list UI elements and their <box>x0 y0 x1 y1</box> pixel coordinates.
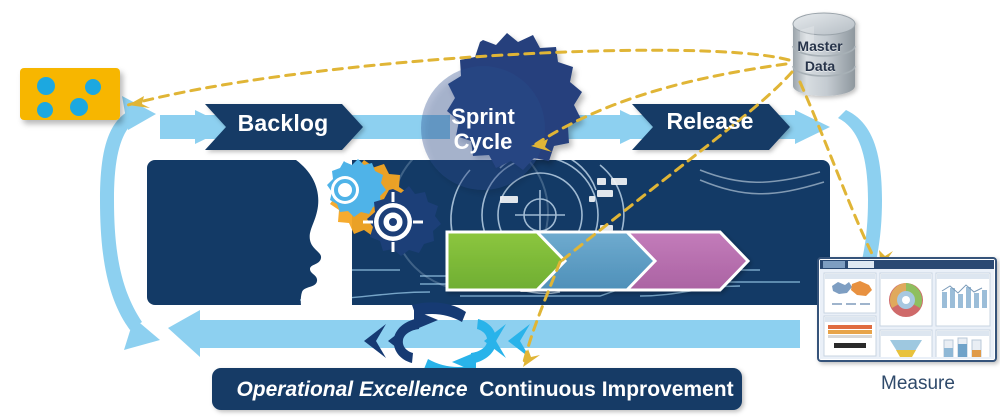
head-profile-icon <box>296 160 352 305</box>
dashboard-window-icon <box>817 257 997 362</box>
pipeline-chevron-3 <box>623 230 751 292</box>
pipeline-chevrons <box>445 230 751 292</box>
gears-icon <box>327 159 441 256</box>
connector-to-pipeline <box>558 70 794 264</box>
kanban-card-icon <box>20 68 120 120</box>
release-banner <box>632 104 790 150</box>
backlog-banner <box>205 104 363 150</box>
data-flow-connectors <box>126 48 878 264</box>
left-chevrons <box>364 324 530 358</box>
connector-to-dashboard <box>798 80 878 264</box>
database-cylinder-icon <box>792 12 856 96</box>
connector-to-sprint <box>534 62 788 146</box>
main-navy-panel <box>147 159 830 305</box>
connector-to-improvement <box>522 260 562 364</box>
bottom-return-arrow <box>168 310 800 357</box>
connector-to-kanban <box>126 48 791 107</box>
operational-excellence-banner <box>212 368 742 410</box>
